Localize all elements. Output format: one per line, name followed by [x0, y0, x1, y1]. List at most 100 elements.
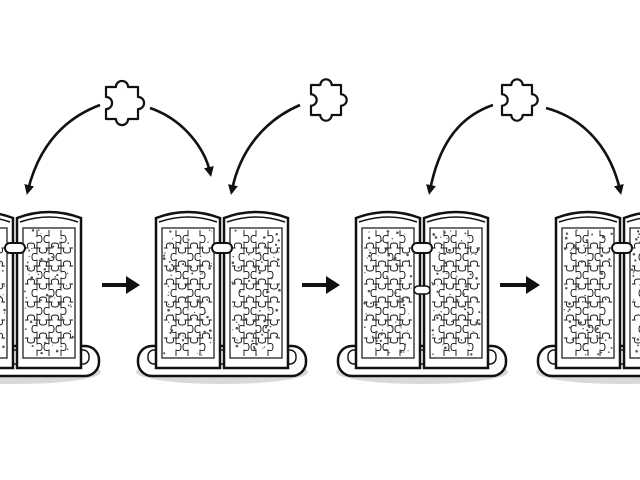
speckle	[632, 253, 636, 256]
speckle	[443, 301, 446, 304]
speckle	[380, 239, 383, 242]
speckle	[274, 243, 278, 246]
speckle	[581, 261, 583, 264]
speckle	[189, 317, 193, 321]
speckle	[441, 244, 444, 246]
speckle	[56, 291, 58, 293]
speckle	[162, 257, 166, 260]
puzzle-piece-icon	[104, 79, 146, 127]
speckle	[167, 294, 170, 297]
speckle	[31, 344, 34, 348]
speckle	[40, 299, 43, 302]
speckle	[201, 246, 204, 248]
speckle	[587, 334, 590, 336]
speckle	[364, 272, 366, 274]
speckle	[365, 313, 367, 315]
speckle	[69, 304, 72, 306]
speckle	[475, 297, 478, 300]
grid-line-vertical	[438, 230, 450, 356]
speckle	[408, 313, 410, 315]
speckle	[58, 242, 61, 244]
speckle	[368, 254, 371, 258]
speckle	[264, 326, 268, 329]
grid-line-vertical	[450, 230, 462, 356]
speckle	[600, 351, 603, 354]
speckle	[367, 243, 369, 245]
base-inner-rim	[547, 349, 640, 365]
grid-line-horizontal	[232, 260, 280, 272]
speckle	[186, 237, 188, 240]
speckle	[587, 314, 589, 316]
speckle	[442, 344, 444, 346]
speckle	[571, 305, 573, 307]
speckle	[207, 241, 209, 243]
speckle	[169, 270, 172, 272]
curved-arrow-icon	[24, 103, 101, 195]
speckle	[24, 328, 27, 330]
speckle	[275, 250, 277, 252]
grid-line-vertical	[194, 230, 206, 356]
top-rim	[426, 216, 486, 223]
speckle	[177, 333, 181, 336]
speckle	[211, 231, 213, 233]
speckle	[451, 320, 453, 323]
speckle	[66, 272, 69, 275]
speckle	[469, 273, 472, 276]
speckle	[399, 279, 402, 282]
speckle	[594, 242, 596, 245]
speckle	[443, 346, 447, 350]
speckle	[200, 318, 204, 322]
speckle	[232, 329, 234, 331]
speckle	[51, 344, 53, 346]
speckle	[436, 285, 439, 287]
speckle	[248, 253, 250, 256]
speckle	[57, 318, 59, 320]
speckle	[588, 262, 591, 265]
speckle	[403, 343, 407, 346]
speckle	[69, 330, 72, 332]
speckle	[568, 308, 571, 311]
grid-line-vertical	[182, 230, 194, 356]
speckle	[403, 351, 405, 353]
grid-line-horizontal	[564, 332, 612, 344]
left-half	[354, 210, 422, 370]
speckle	[248, 295, 250, 297]
top-rim	[0, 218, 11, 223]
speckle	[394, 292, 397, 294]
speckle	[432, 283, 435, 286]
speckle	[24, 290, 26, 293]
inner-frame	[161, 227, 215, 359]
speckle	[243, 247, 245, 250]
speckle	[253, 258, 255, 260]
speckle	[275, 308, 279, 312]
speckle	[167, 285, 170, 288]
speckle	[375, 330, 378, 334]
speckle	[208, 229, 211, 231]
speckle	[3, 308, 6, 312]
grid-line-vertical	[43, 230, 55, 356]
speckle	[404, 233, 406, 235]
speckle	[257, 251, 261, 255]
speckle	[366, 257, 369, 259]
speckle	[40, 232, 42, 235]
speckle	[173, 300, 176, 303]
speckle	[600, 254, 603, 258]
speckle	[391, 325, 394, 328]
speckle	[630, 268, 634, 271]
speckle	[168, 268, 171, 270]
grid-line-vertical	[638, 253, 640, 333]
speckle	[468, 237, 470, 239]
speckle	[29, 320, 33, 324]
grid-line-horizontal	[164, 332, 212, 344]
grid-line-horizontal	[232, 296, 280, 308]
speckle	[369, 341, 372, 344]
grid-line-horizontal	[164, 260, 212, 272]
speckle	[35, 278, 37, 280]
speckle	[383, 348, 386, 351]
speckle	[263, 346, 266, 348]
speckle	[380, 333, 383, 336]
speckle	[478, 337, 479, 339]
speckle	[251, 339, 254, 343]
